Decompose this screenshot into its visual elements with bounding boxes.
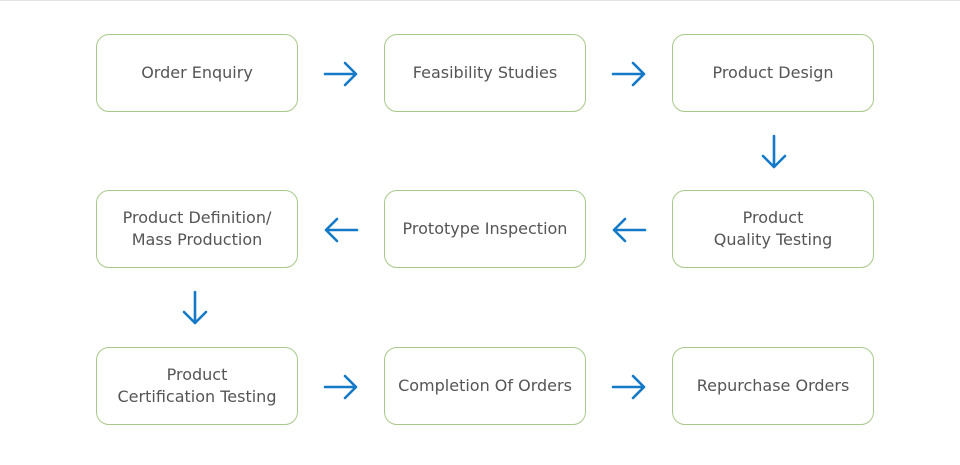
top-divider <box>0 0 960 1</box>
step-repurchase-orders: Repurchase Orders <box>672 347 874 425</box>
step-completion-of-orders: Completion Of Orders <box>384 347 586 425</box>
step-product-quality-testing: Product Quality Testing <box>672 190 874 268</box>
step-label: Prototype Inspection <box>402 219 568 238</box>
arrow-down-icon <box>175 288 215 328</box>
step-label-line-2: Quality Testing <box>713 230 833 249</box>
step-prototype-inspection: Prototype Inspection <box>384 190 586 268</box>
step-feasibility-studies: Feasibility Studies <box>384 34 586 112</box>
arrow-down-icon <box>754 132 794 172</box>
arrow-left-icon <box>609 210 649 250</box>
step-label-line-2: Certification Testing <box>117 387 277 406</box>
step-label-line-1: Product Definition/ <box>122 208 272 227</box>
step-label: Feasibility Studies <box>412 63 558 82</box>
step-label-line-1: Product <box>742 208 804 227</box>
step-label: Repurchase Orders <box>696 376 850 395</box>
arrow-right-icon <box>321 367 361 407</box>
step-product-design: Product Design <box>672 34 874 112</box>
arrow-right-icon <box>609 54 649 94</box>
step-order-enquiry: Order Enquiry <box>96 34 298 112</box>
arrow-left-icon <box>321 210 361 250</box>
step-label-line-2: Mass Production <box>131 230 263 249</box>
step-product-definition-mass-production: Product Definition/ Mass Production <box>96 190 298 268</box>
step-label: Order Enquiry <box>141 63 253 82</box>
arrow-right-icon <box>609 367 649 407</box>
step-label: Product Design <box>712 63 834 82</box>
step-label: Completion Of Orders <box>398 376 572 395</box>
step-product-certification-testing: Product Certification Testing <box>96 347 298 425</box>
arrow-right-icon <box>321 54 361 94</box>
step-label-line-1: Product <box>166 365 228 384</box>
